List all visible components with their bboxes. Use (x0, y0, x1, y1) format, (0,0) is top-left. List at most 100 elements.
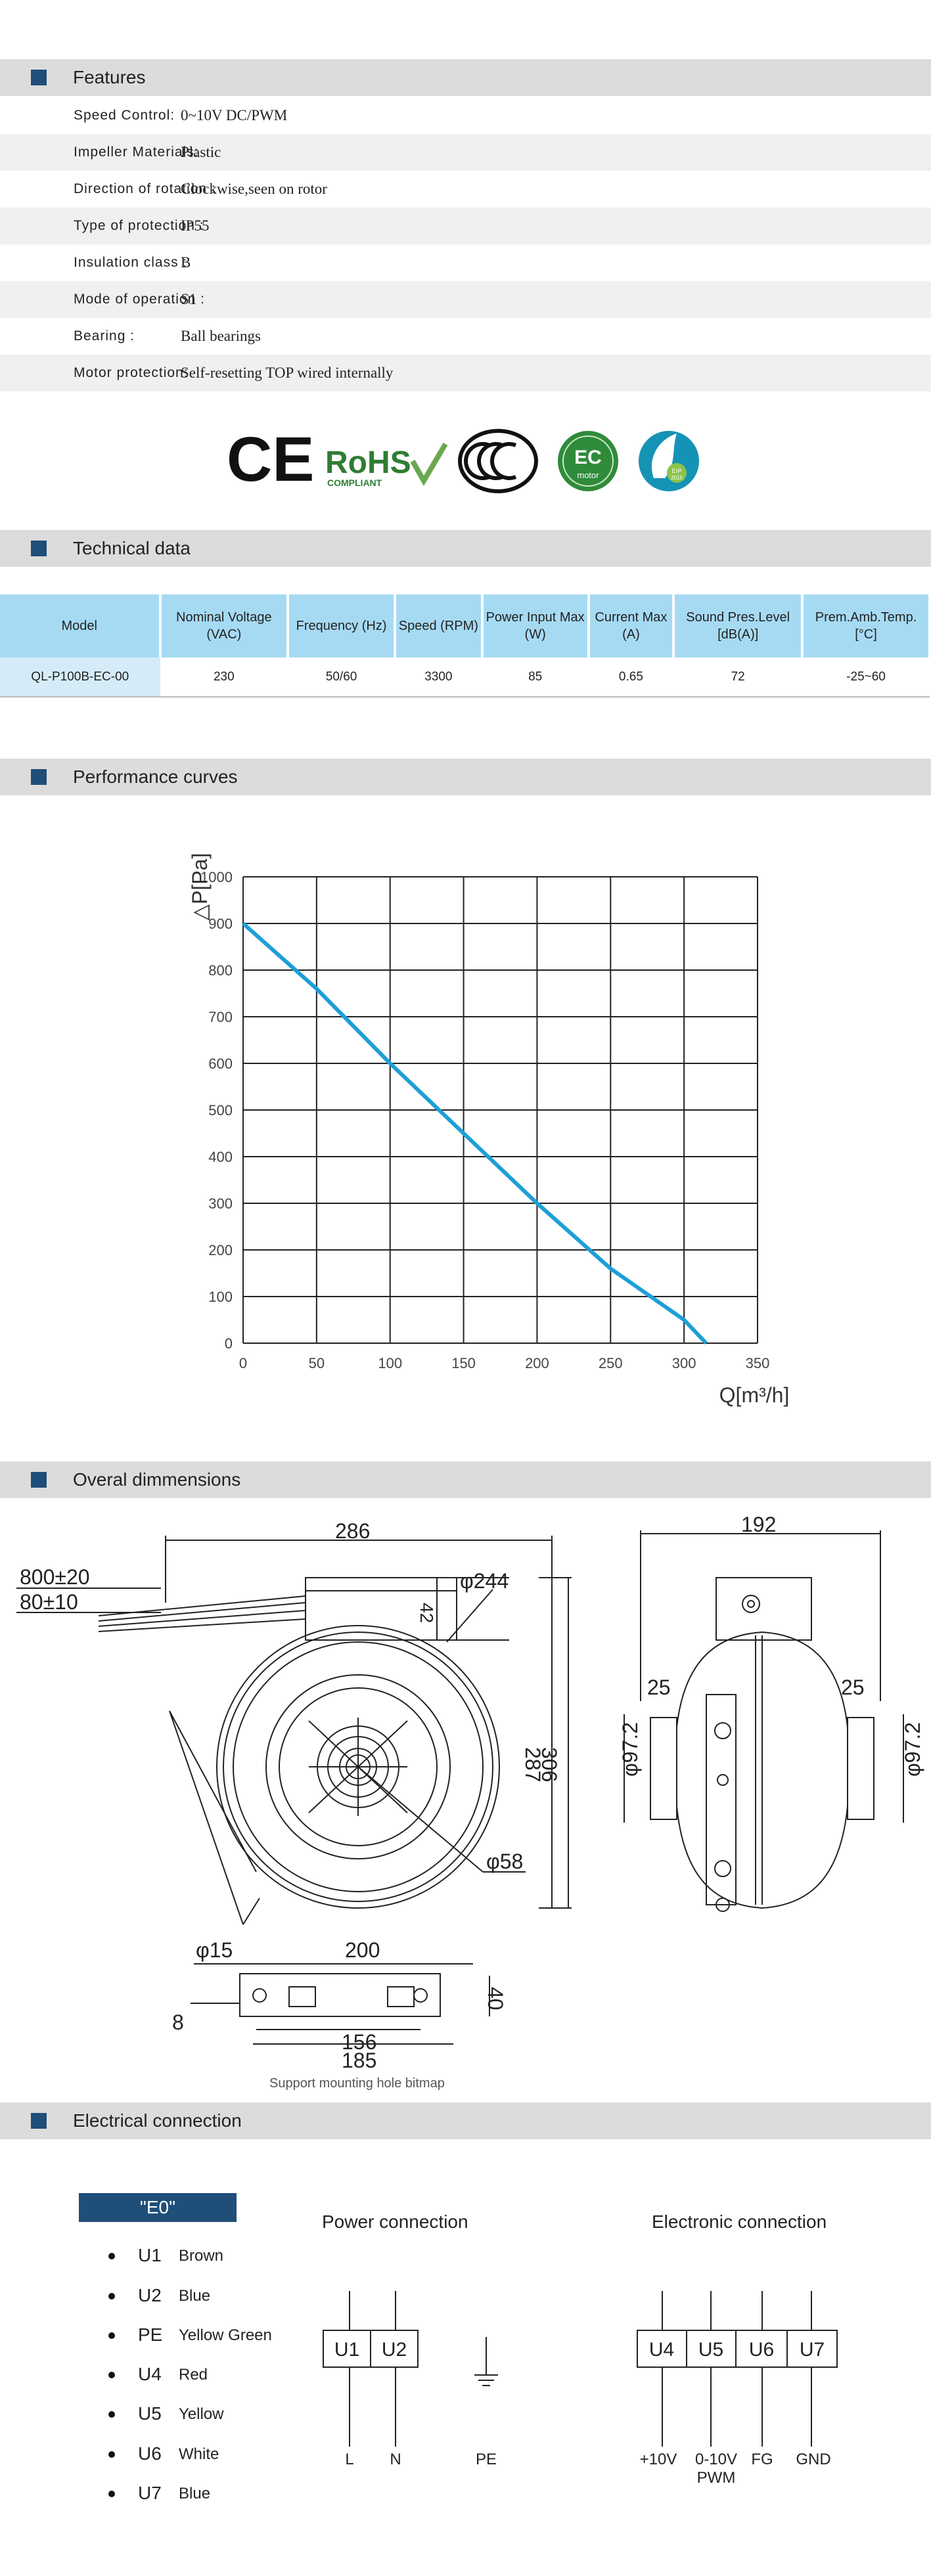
bullet-icon (108, 2372, 115, 2378)
dimensions-header: Overal dimmensions (0, 1461, 931, 1498)
dim-286: 286 (335, 1519, 370, 1543)
x-tick-label: 350 (746, 1355, 770, 1371)
table-cell: -25~60 (802, 657, 930, 698)
table-cell: 50/60 (288, 657, 395, 698)
feature-row: Direction of rotation :Clockwise,seen on… (74, 181, 327, 197)
terminal-u7: U7 (800, 2339, 825, 2361)
bullet-icon (108, 2451, 115, 2458)
electrical-title: Electrical connection (73, 2110, 242, 2131)
wire-code: PE (138, 2324, 163, 2345)
table-cell: QL-P100B-EC-00 (0, 657, 160, 698)
label-10v: +10V (640, 2451, 677, 2468)
y-tick-label: 200 (208, 1242, 233, 1258)
feature-row: Impeller Materials:Plastic (0, 134, 931, 171)
svg-text:motor: motor (577, 470, 599, 480)
terminal-u6: U6 (749, 2339, 774, 2361)
electronic-connection-title: Electronic connection (652, 2211, 827, 2232)
table-cell: 72 (673, 657, 803, 698)
dim-185: 185 (342, 2049, 376, 2072)
terminal-u4: U4 (649, 2339, 674, 2361)
wire-color: Brown (179, 2247, 224, 2265)
x-tick-label: 150 (451, 1355, 476, 1371)
erp-logo: ErP 2015 (639, 431, 699, 491)
y-tick-label: 600 (208, 1055, 233, 1072)
feature-row: Type of protection :IP55 (0, 208, 931, 244)
wire-color: Blue (179, 2485, 211, 2502)
wiring-diagram: Power connection Electronic connection U… (322, 2211, 838, 2487)
label-pe: PE (476, 2451, 497, 2468)
ce-logo: CE (227, 424, 314, 495)
dim-phi972a: φ97.2 (618, 1722, 642, 1777)
e0-badge: "E0" (79, 2193, 237, 2222)
performance-header: Performance curves (0, 759, 931, 795)
table-cell: 85 (482, 657, 589, 698)
y-tick-label: 1000 (200, 869, 233, 885)
dim-40: 40 (484, 1987, 507, 2010)
y-tick-label: 900 (208, 916, 233, 932)
x-tick-label: 300 (672, 1355, 696, 1371)
wire-code: U4 (138, 2364, 162, 2384)
dim-192: 192 (741, 1513, 776, 1536)
wire-color: White (179, 2445, 219, 2463)
table-header: Current Max (A) (588, 594, 675, 657)
dim-phi244: φ244 (460, 1569, 509, 1593)
terminal-u2: U2 (382, 2339, 407, 2361)
dim-800: 800±20 (20, 1565, 90, 1589)
table-header: Sound Pres.Level [dB(A)] (673, 594, 804, 657)
dim-80: 80±10 (20, 1590, 78, 1614)
dim-156: 156 (342, 2030, 376, 2054)
table-header: Frequency (Hz) (288, 594, 396, 657)
y-tick-label: 500 (208, 1102, 233, 1119)
feature-row: Speed Control:0~10V DC/PWM (74, 107, 288, 123)
rohs-logo: RoHS COMPLIANT (325, 442, 448, 488)
y-axis-label: △P[Pa] (188, 853, 212, 921)
features-header: Features (0, 59, 931, 96)
dimensions-title: Overal dimmensions (73, 1469, 241, 1490)
label-gnd: GND (796, 2451, 830, 2468)
bullet-icon (108, 2332, 115, 2339)
electrical-header: Electrical connection (0, 2102, 931, 2139)
wire-color: Yellow (179, 2405, 224, 2423)
table-row: QL-P100B-EC-00 230 50/60 3300 85 0.65 72… (0, 657, 930, 698)
section-square-icon (31, 1472, 47, 1488)
check-icon (410, 442, 448, 486)
table-header: Prem.Amb.Temp. [°C] (802, 594, 931, 657)
feature-row: Bearing :Ball bearings (74, 328, 261, 344)
features-title: Features (73, 67, 146, 87)
y-tick-label: 100 (208, 1289, 233, 1305)
x-tick-label: 200 (525, 1355, 549, 1371)
table-cell: 3300 (394, 657, 482, 698)
table-header: Model (0, 594, 162, 657)
table-header: Speed (RPM) (394, 594, 484, 657)
dim-phi972b: φ97.2 (901, 1722, 924, 1777)
bullet-icon (108, 2293, 115, 2299)
y-tick-label: 0 (225, 1335, 233, 1352)
power-connection-title: Power connection (322, 2211, 468, 2232)
bullet-icon (108, 2253, 115, 2259)
certification-logos: CE RoHS COMPLIANT EC motor ErP 2015 (227, 424, 699, 495)
terminal-u1: U1 (334, 2339, 359, 2361)
terminal-u5: U5 (698, 2339, 723, 2361)
svg-text:ErP: ErP (671, 468, 681, 474)
feature-row: Mode of operation :S1 (0, 281, 931, 318)
label-l: L (345, 2451, 353, 2468)
table-header: Power Input Max (W) (482, 594, 590, 657)
dim-42: 42 (417, 1603, 437, 1623)
dim-8: 8 (172, 2010, 184, 2034)
feature-row: Motor protection:Self-resetting TOP wire… (0, 355, 931, 391)
table-cell: 0.65 (588, 657, 674, 698)
x-tick-label: 0 (239, 1355, 247, 1371)
series-line (242, 922, 708, 1345)
wire-color: Blue (179, 2287, 211, 2305)
technical-table: Model Nominal Voltage (VAC) Frequency (H… (0, 594, 931, 698)
x-tick-label: 250 (599, 1355, 623, 1371)
features-table: Speed Control:0~10V DC/PWM Impeller Mate… (0, 97, 931, 391)
ec-motor-logo: EC motor (558, 431, 618, 491)
feature-row: Insulation class :B (74, 254, 191, 271)
bullet-icon (108, 2491, 115, 2497)
dim-287: 287 (521, 1747, 545, 1782)
label-fg: FG (751, 2451, 773, 2468)
svg-text:COMPLIANT: COMPLIANT (327, 477, 382, 488)
svg-text:RoHS: RoHS (325, 445, 411, 480)
